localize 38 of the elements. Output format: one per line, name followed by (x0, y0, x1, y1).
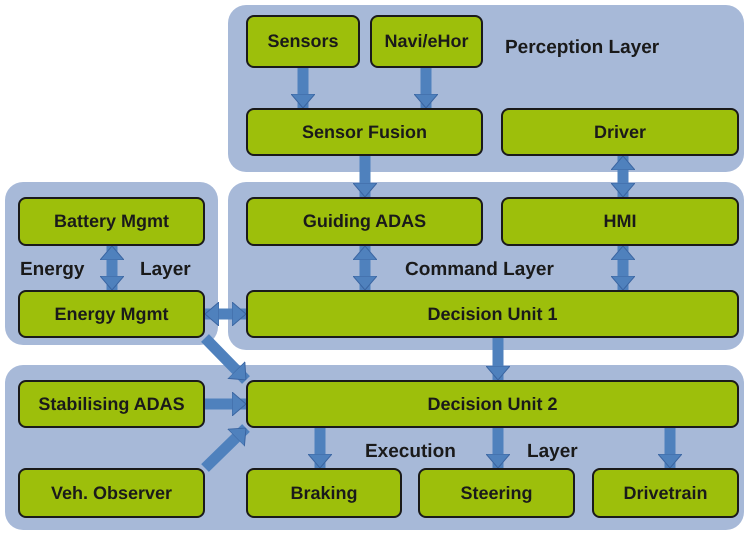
component-box: Guiding ADAS (246, 197, 483, 246)
component-box: Stabilising ADAS (18, 380, 205, 428)
layer-panel (228, 5, 744, 172)
block-arrow (100, 246, 124, 290)
block-arrow (290, 68, 316, 108)
layer-label: Execution (365, 440, 456, 464)
block-arrow (352, 246, 378, 290)
block-arrow (414, 68, 438, 108)
component-box: Driver (501, 108, 739, 156)
layer-panel (228, 182, 744, 350)
layer-panel (5, 365, 744, 530)
component-box: Veh. Observer (18, 468, 205, 518)
component-box: Decision Unit 2 (246, 380, 739, 428)
block-arrow (486, 428, 510, 468)
block-arrow (486, 338, 510, 380)
block-arrow (201, 424, 250, 472)
component-box: Battery Mgmt (18, 197, 205, 246)
layer-panel (5, 182, 218, 345)
layer-label: Perception Layer (505, 36, 660, 60)
block-arrow (204, 302, 246, 326)
component-box: HMI (501, 197, 739, 246)
block-arrow (308, 428, 332, 468)
layer-label: Energy (20, 258, 84, 282)
component-box: Braking (246, 468, 402, 518)
component-box: Steering (418, 468, 575, 518)
block-arrow (658, 428, 682, 468)
layer-label: Command Layer (405, 258, 554, 282)
component-box: Sensors (246, 15, 360, 68)
component-box: Sensor Fusion (246, 108, 483, 156)
block-arrow (352, 156, 378, 198)
block-arrow (610, 246, 636, 290)
block-arrow (610, 156, 636, 198)
layer-label: Layer (527, 440, 578, 464)
component-box: Navi/eHor (370, 15, 483, 68)
component-box: Decision Unit 1 (246, 290, 739, 338)
component-box: Energy Mgmt (18, 290, 205, 338)
layer-label: Layer (140, 258, 191, 282)
component-box: Drivetrain (592, 468, 739, 518)
